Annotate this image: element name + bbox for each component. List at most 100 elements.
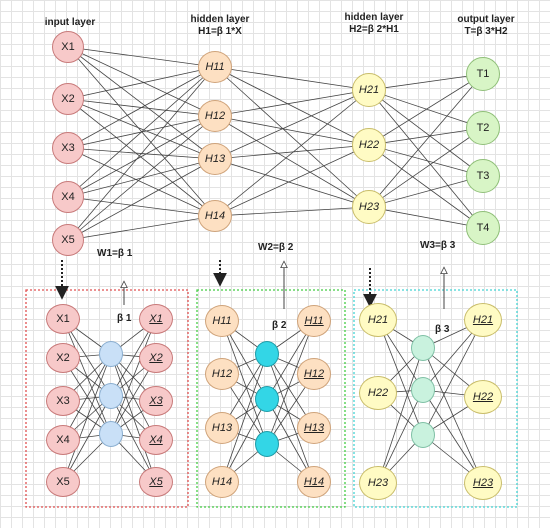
node-x-4: X4: [52, 181, 84, 213]
ae-connection-line: [221, 353, 268, 483]
box3-output-node-3: H23: [464, 466, 502, 500]
box3-hidden-node-3: [411, 422, 435, 448]
connection-line: [214, 206, 370, 217]
hidden-layer-2-formula: H2=β 2*H1: [349, 24, 399, 35]
box2-output-node-1: H11: [297, 305, 331, 337]
node-t-3: T3: [466, 159, 500, 193]
ae-connection-line: [62, 353, 112, 483]
box2-hidden-node-1: [255, 341, 279, 367]
connection-line: [67, 46, 216, 160]
box3-input-node-1: H21: [359, 303, 397, 337]
output-layer-formula: T=β 3*H2: [464, 26, 508, 37]
connection-line: [368, 144, 484, 229]
hidden-layer-1-formula: H1=β 1*X: [198, 26, 242, 37]
connection-line: [214, 89, 370, 117]
box2-hidden-node-3: [255, 431, 279, 457]
autoencoder-box-2: [196, 289, 346, 508]
box1-hidden-node-1: [99, 341, 123, 367]
box2-hidden-node-2: [255, 386, 279, 412]
ae-connection-line: [62, 395, 112, 483]
node-t-4: T4: [466, 211, 500, 245]
node-x-1: X1: [52, 31, 84, 63]
box3-output-node-2: H22: [464, 380, 502, 414]
box3-hidden-node-2: [411, 377, 435, 403]
ae-connection-line: [266, 320, 315, 445]
hidden-layer-2-title: hidden layer: [344, 12, 404, 23]
box2-input-node-4: H14: [205, 466, 239, 498]
connection-line: [368, 206, 484, 229]
weight-label-w2: W2=β 2: [258, 242, 294, 253]
connection-line: [214, 89, 370, 160]
connection-lines: [62, 46, 484, 484]
beta-label-1: β 1: [117, 313, 132, 324]
box1-input-node-2: X2: [46, 343, 80, 373]
box1-hidden-node-2: [99, 383, 123, 409]
box3-hidden-node-1: [411, 335, 435, 361]
box1-input-node-5: X5: [46, 467, 80, 497]
node-h1-1: H11: [198, 51, 232, 83]
box3-input-node-2: H22: [359, 376, 397, 410]
beta-label-3: β 3: [435, 324, 450, 335]
box1-output-node-3: X3: [139, 386, 173, 416]
node-h2-1: H21: [352, 73, 386, 107]
node-x-5: X5: [52, 224, 84, 256]
autoencoder-box-1: [25, 289, 189, 508]
box2-input-node-3: H13: [205, 412, 239, 444]
ae-connection-line: [377, 319, 424, 436]
connection-line: [67, 66, 216, 241]
autoencoder-box-3: [353, 289, 518, 508]
connection-line: [368, 127, 484, 146]
box1-input-node-3: X3: [46, 386, 80, 416]
ae-connection-line: [377, 347, 424, 484]
ae-connection-line: [221, 320, 268, 445]
box1-output-node-1: X1: [139, 304, 173, 334]
connection-line: [67, 115, 216, 198]
ae-connection-line: [422, 347, 484, 484]
connection-line: [214, 66, 370, 91]
connection-line: [67, 98, 216, 217]
connection-line: [67, 66, 216, 100]
connection-line: [67, 66, 216, 149]
hidden-layer-1-title: hidden layer: [190, 14, 250, 25]
box1-output-node-4: X4: [139, 425, 173, 455]
connection-line: [368, 175, 484, 208]
connection-line: [67, 147, 216, 217]
connection-line: [67, 46, 216, 117]
connection-line: [67, 115, 216, 241]
weight-label-w1: W1=β 1: [97, 248, 133, 259]
box1-input-node-4: X4: [46, 425, 80, 455]
ae-connection-line: [266, 353, 315, 483]
connection-line: [214, 144, 370, 160]
connection-line: [67, 196, 216, 217]
box2-output-node-3: H13: [297, 412, 331, 444]
box3-input-node-3: H23: [359, 466, 397, 500]
weight-label-w3: W3=β 3: [420, 240, 456, 251]
connection-line: [214, 115, 370, 208]
connection-line: [214, 115, 370, 146]
node-x-2: X2: [52, 83, 84, 115]
connection-line: [67, 98, 216, 160]
box1-output-node-2: X2: [139, 343, 173, 373]
node-t-1: T1: [466, 57, 500, 91]
connection-line: [214, 158, 370, 208]
node-h2-3: H23: [352, 190, 386, 224]
connection-line: [368, 89, 484, 229]
connection-line: [368, 73, 484, 146]
connection-line: [214, 66, 370, 146]
connection-line: [214, 89, 370, 217]
ae-connection-line: [110, 318, 157, 435]
ae-connection-line: [422, 319, 484, 436]
connection-line: [368, 89, 484, 177]
box3-output-node-1: H21: [464, 303, 502, 337]
connection-line: [67, 66, 216, 198]
box1-input-node-1: X1: [46, 304, 80, 334]
ae-connection-line: [62, 353, 112, 441]
box1-output-node-5: X5: [139, 467, 173, 497]
node-h2-2: H22: [352, 128, 386, 162]
connection-line: [368, 127, 484, 208]
connection-line: [67, 158, 216, 241]
node-x-3: X3: [52, 132, 84, 164]
box2-output-node-2: H12: [297, 358, 331, 390]
box2-input-node-2: H12: [205, 358, 239, 390]
connection-line: [368, 144, 484, 177]
